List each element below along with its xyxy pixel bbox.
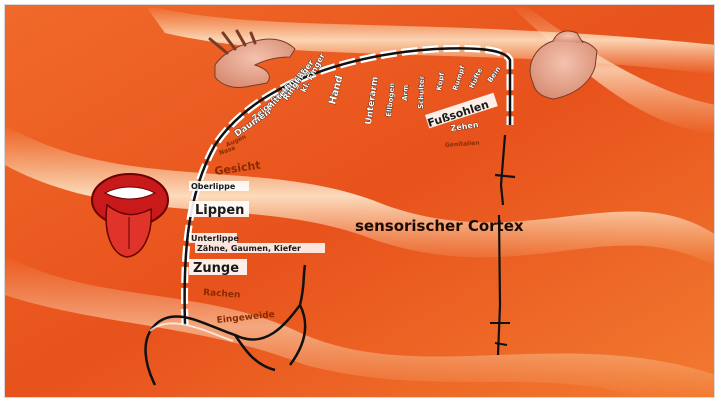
label-zunge: Zunge [193, 261, 239, 276]
cortex-diagram: Gesicht Oberlippe Lippen Unterlippe Zähn… [5, 5, 715, 398]
diagram-title: sensorischer Cortex [355, 217, 524, 235]
label-schulter: Schulter [417, 75, 426, 109]
label-zaehne: Zähne, Gaumen, Kiefer [197, 244, 301, 253]
label-unterlippe: Unterlippe [191, 234, 239, 243]
label-oberlippe: Oberlippe [191, 182, 236, 191]
label-arm: Arm [401, 84, 410, 101]
diagram-frame: Gesicht Oberlippe Lippen Unterlippe Zähn… [4, 4, 715, 398]
label-lippen: Lippen [195, 203, 244, 218]
